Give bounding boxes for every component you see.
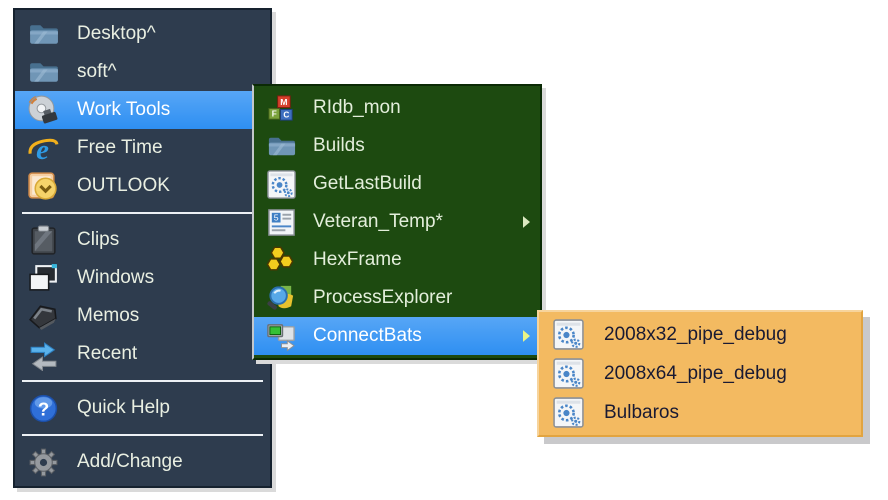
menu-item-clips[interactable]: Clips xyxy=(15,221,270,259)
hexagons-icon xyxy=(266,245,297,276)
menu-item-label: Free Time xyxy=(77,137,163,158)
menu-item-add-change[interactable]: Add/Change xyxy=(15,443,270,481)
menu-item-label: Clips xyxy=(77,229,120,250)
menu-item-label: RIdb_mon xyxy=(313,97,401,118)
menu-item-2008x32-pipe-debug[interactable]: 2008x32_pipe_debug xyxy=(539,315,861,354)
recent-arrows-icon xyxy=(27,338,60,371)
internet-explorer-icon xyxy=(27,132,60,165)
menu-item-label: soft^ xyxy=(77,61,117,82)
magnifier-icon xyxy=(266,283,297,314)
menu-item-label: Bulbaros xyxy=(604,401,679,423)
menu-item-recent[interactable]: Recent xyxy=(15,335,270,373)
menu-item-veteran-temp[interactable]: Veteran_Temp* xyxy=(254,203,540,241)
folder-icon xyxy=(27,18,60,51)
gear-icon xyxy=(27,446,60,479)
menu-item-outlook[interactable]: OUTLOOK xyxy=(15,167,270,205)
connectbats-submenu: 2008x32_pipe_debug 2008x64_pipe_debug Bu… xyxy=(537,310,863,437)
cd-tools-icon xyxy=(27,94,60,127)
menu-separator xyxy=(22,212,263,214)
work-tools-submenu: RIdb_mon Builds GetLastBuild Veteran_Tem… xyxy=(252,84,542,360)
question-help-icon xyxy=(27,392,60,425)
connect-windows-icon xyxy=(266,321,297,352)
menu-item-windows[interactable]: Windows xyxy=(15,259,270,297)
document-list-icon xyxy=(266,207,297,238)
menu-item-label: ConnectBats xyxy=(313,325,422,346)
memos-icon xyxy=(27,300,60,333)
menu-item-connectbats[interactable]: ConnectBats xyxy=(254,317,540,355)
menu-item-ridb-mon[interactable]: RIdb_mon xyxy=(254,89,540,127)
menu-item-memos[interactable]: Memos xyxy=(15,297,270,335)
menu-item-label: Work Tools xyxy=(77,99,171,120)
menu-item-label: 2008x64_pipe_debug xyxy=(604,362,787,384)
menu-item-desktop[interactable]: Desktop^ xyxy=(15,15,270,53)
menu-item-free-time[interactable]: Free Time xyxy=(15,129,270,167)
menu-item-label: Desktop^ xyxy=(77,23,156,44)
menu-item-label: HexFrame xyxy=(313,249,402,270)
menu-item-label: Memos xyxy=(77,305,140,326)
menu-item-quick-help[interactable]: Quick Help xyxy=(15,389,270,427)
mfc-blocks-icon xyxy=(266,93,297,124)
menu-item-work-tools[interactable]: Work Tools xyxy=(15,91,270,129)
menu-item-label: Recent xyxy=(77,343,138,364)
menu-item-label: GetLastBuild xyxy=(313,173,422,194)
menu-item-hexframe[interactable]: HexFrame xyxy=(254,241,540,279)
menu-separator xyxy=(22,434,263,436)
build-gears-icon xyxy=(552,318,585,351)
menu-item-label: 2008x32_pipe_debug xyxy=(604,323,787,345)
windows-icon xyxy=(27,262,60,295)
menu-item-label: Builds xyxy=(313,135,365,156)
menu-item-getlastbuild[interactable]: GetLastBuild xyxy=(254,165,540,203)
menu-item-label: Quick Help xyxy=(77,397,170,418)
submenu-arrow-icon xyxy=(521,329,532,343)
submenu-arrow-icon xyxy=(521,215,532,229)
menu-item-label: ProcessExplorer xyxy=(313,287,453,308)
menu-item-label: Veteran_Temp* xyxy=(313,211,443,232)
menu-item-label: Windows xyxy=(77,267,155,288)
menu-item-label: OUTLOOK xyxy=(77,175,170,196)
main-menu: Desktop^ soft^ Work Tools Free Time OUTL… xyxy=(13,8,272,488)
folder-icon xyxy=(27,56,60,89)
clipboard-icon xyxy=(27,224,60,257)
menu-item-bulbaros[interactable]: Bulbaros xyxy=(539,393,861,432)
outlook-icon xyxy=(27,170,60,203)
folder-icon xyxy=(266,131,297,162)
menu-separator xyxy=(22,380,263,382)
build-gears-icon xyxy=(552,357,585,390)
build-gears-icon xyxy=(266,169,297,200)
menu-item-label: Add/Change xyxy=(77,451,183,472)
menu-item-processexplorer[interactable]: ProcessExplorer xyxy=(254,279,540,317)
build-gears-icon xyxy=(552,396,585,429)
menu-item-builds[interactable]: Builds xyxy=(254,127,540,165)
menu-item-2008x64-pipe-debug[interactable]: 2008x64_pipe_debug xyxy=(539,354,861,393)
menu-item-soft[interactable]: soft^ xyxy=(15,53,270,91)
